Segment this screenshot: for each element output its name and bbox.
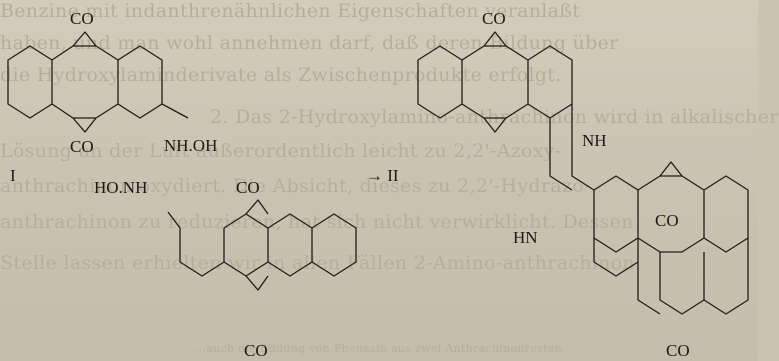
structure-bottom-left: HO.NH CO CO: [94, 178, 357, 360]
hydroxylamino-label: NH.OH: [164, 136, 217, 155]
ghost-text-line: Benzine mit indanthrenähnlichen Eigensch…: [0, 0, 581, 22]
ghost-footer-line: …auch die Bildung von Phenazin aus zwei …: [195, 342, 563, 355]
carbonyl-label: CO: [244, 341, 268, 360]
ghost-text-line: 2. Das 2-Hydroxylamino-anthrachinon wird…: [210, 106, 779, 128]
structure-right: CO NH CO HN CO: [417, 9, 749, 360]
structure-top-left: CO CO NH.OH: [7, 9, 217, 156]
carbonyl-label: CO: [70, 137, 94, 156]
ghost-text-line: anthrachinon oxydiert. Die Absicht, dies…: [0, 175, 591, 197]
ghost-text-line: Lösung an der Luft außerordentlich leich…: [0, 140, 562, 162]
reaction-arrow: → II: [366, 166, 399, 185]
imine-hn-label: HN: [513, 228, 538, 247]
ghost-text-line: die Hydroxylaminderivate als Zwischenpro…: [0, 64, 562, 86]
reaction-scheme: CO CO NH.OH I HO.NH CO CO → II: [7, 9, 749, 360]
carbonyl-label: CO: [655, 211, 679, 230]
ghost-text-line: Stelle lassen erhielten wir in allen Fäl…: [0, 252, 642, 274]
imine-nh-label: NH: [582, 131, 607, 150]
carbonyl-label: CO: [666, 341, 690, 360]
carbonyl-label: CO: [236, 178, 260, 197]
carbonyl-label: CO: [482, 9, 506, 28]
compound-label: I: [10, 166, 16, 185]
hydroxylamino-label: HO.NH: [94, 178, 147, 197]
ghost-text-line: anthrachinon zu reduzieren, hat sich nic…: [0, 211, 634, 233]
carbonyl-label: CO: [70, 9, 94, 28]
ghost-text-line: haben, und man wohl annehmen darf, daß d…: [0, 32, 619, 54]
